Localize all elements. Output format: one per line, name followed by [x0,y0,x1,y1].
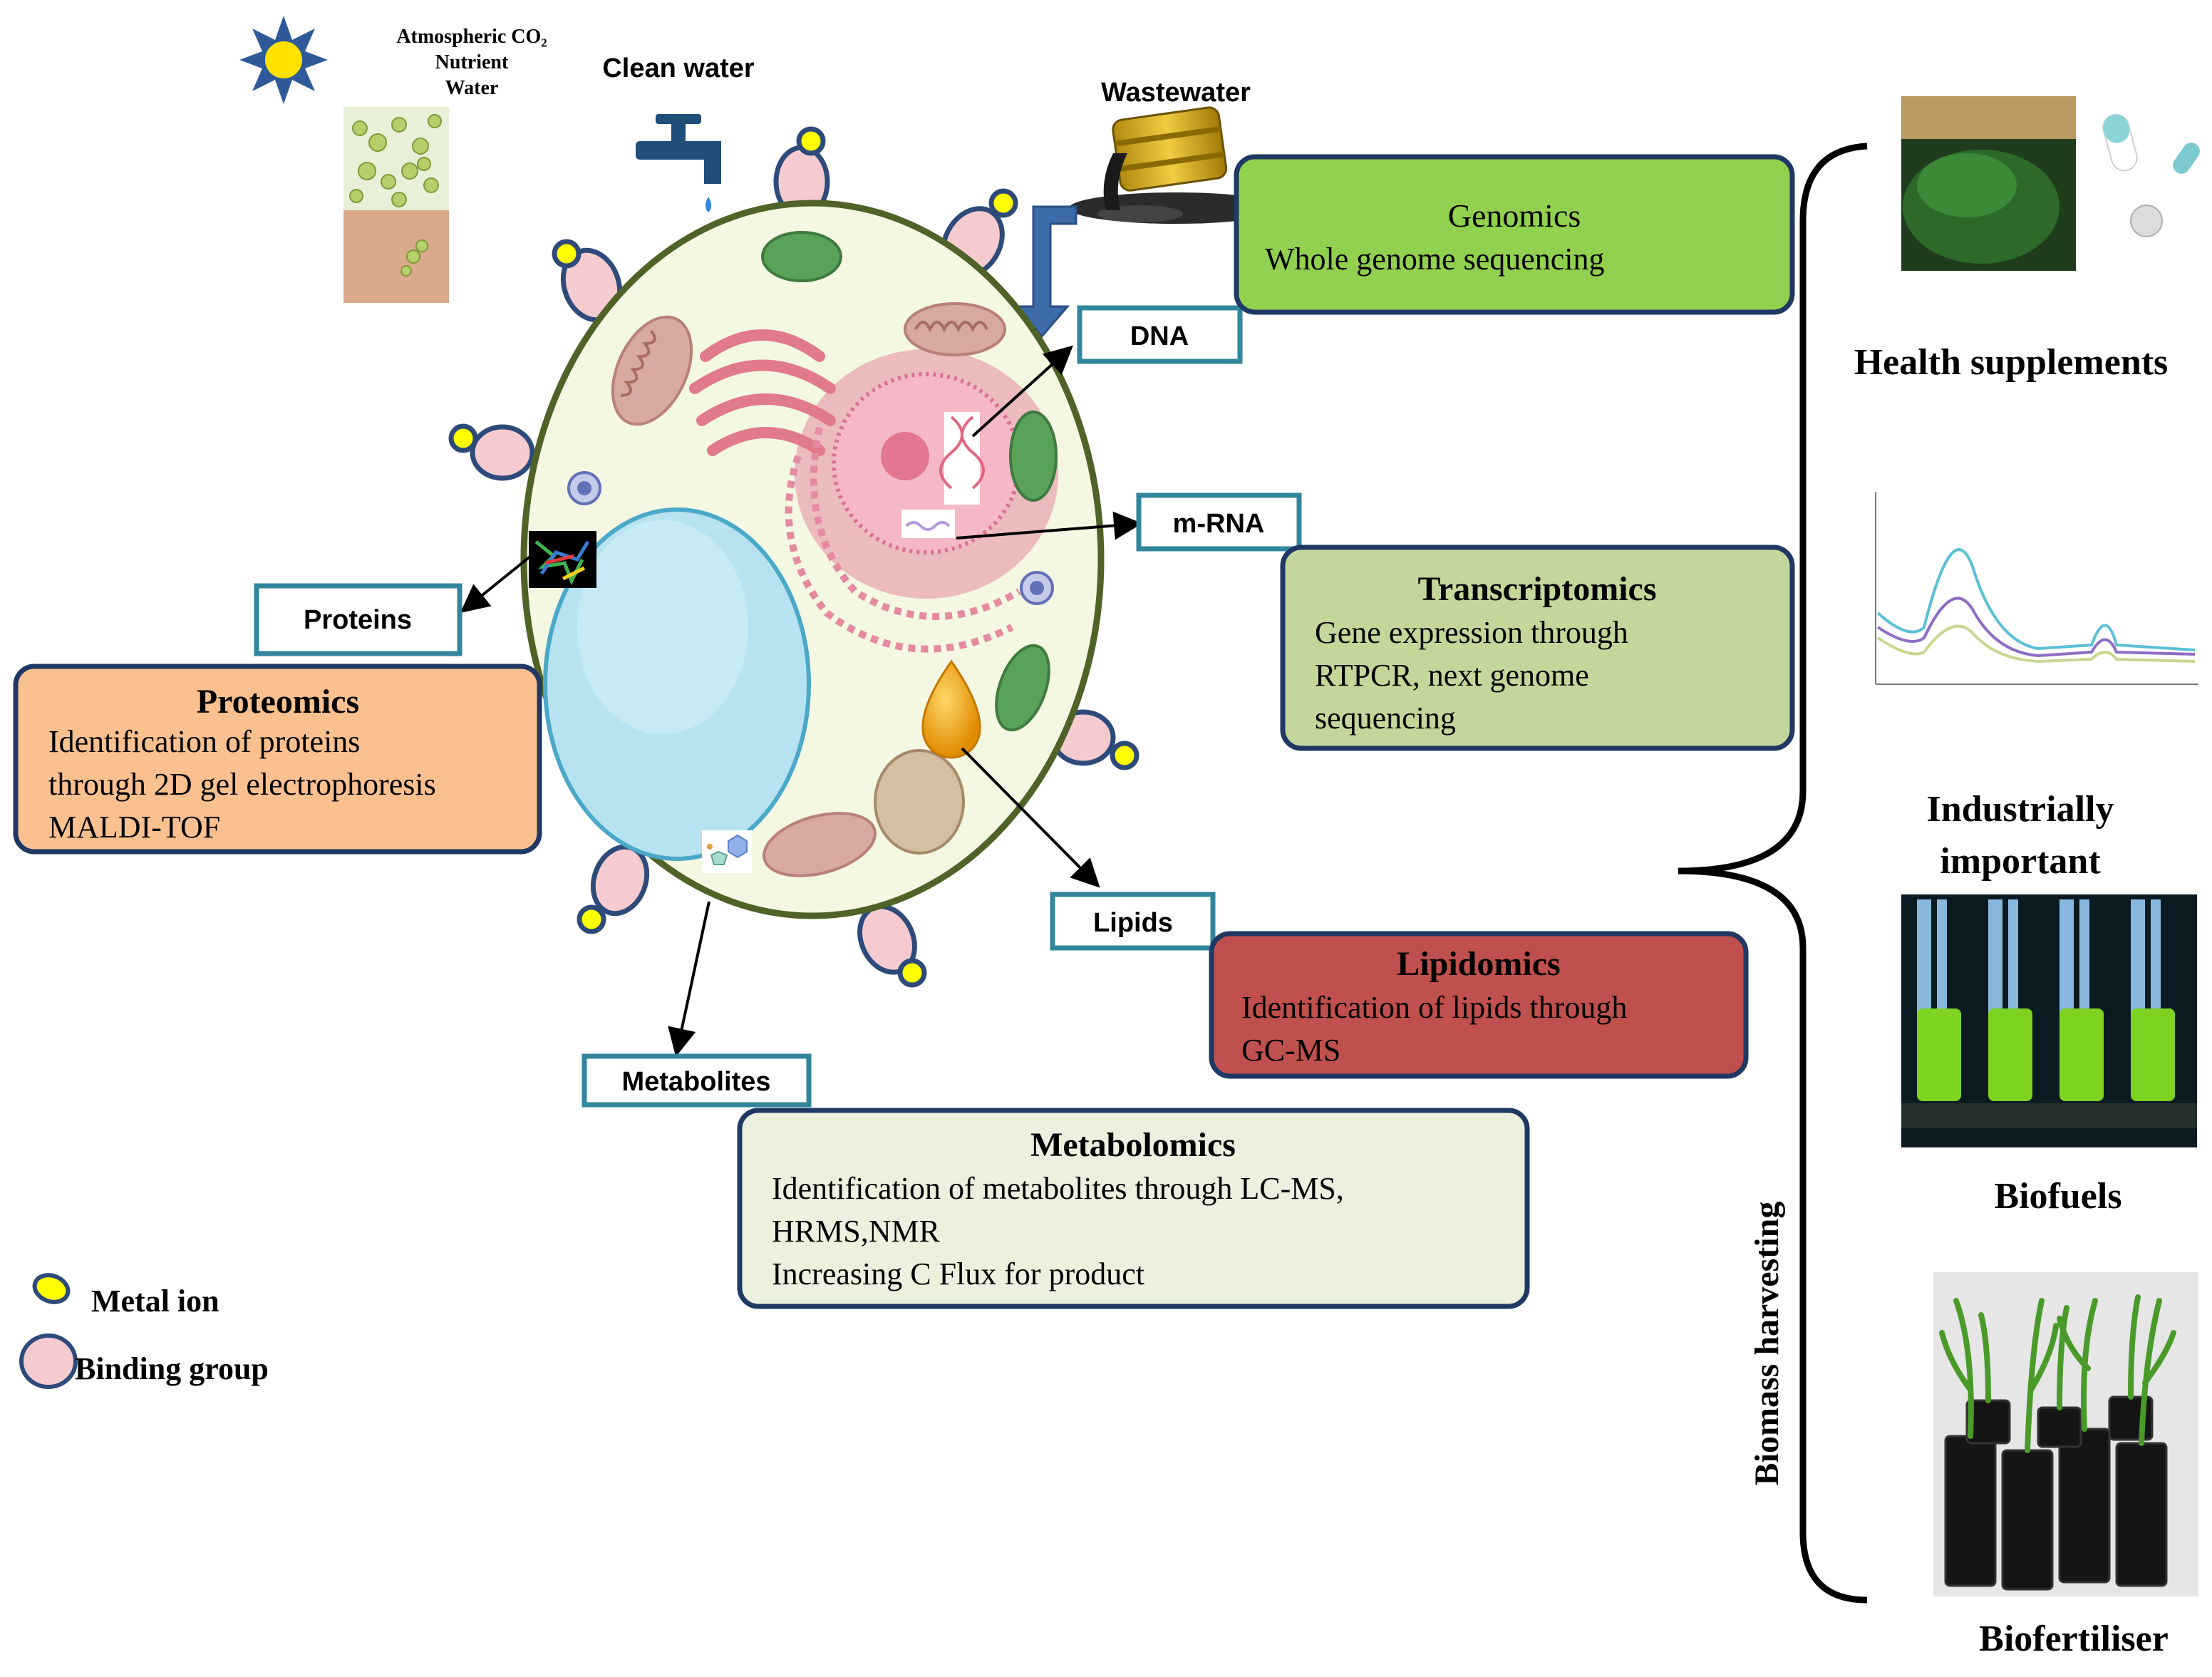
biofuels-label: Biofuels [1994,1176,2121,1217]
metabolite-icon [702,830,752,873]
chloroplast [1009,411,1058,502]
metabolomics-line-1: Identification of metabolites through LC… [772,1171,1344,1206]
transcriptomics-box: Transcriptomics Gene expression through … [1280,545,1795,751]
inputs-water-label: Water [445,77,499,99]
genomics-box: Genomics Whole genome sequencing [1234,154,1795,315]
mrna-box: m-RNA [1136,492,1302,552]
golgi-apparatus [689,329,836,456]
transcriptomics-line-2: RTPCR, next genome [1315,658,1589,693]
metabolites-box: Metabolites [582,1053,812,1108]
dna-label: DNA [1130,321,1189,351]
arrow-to-mrna [956,511,1142,540]
arrow-to-dna [971,345,1073,438]
industrially-important-label-line-2: important [1940,841,2101,882]
lipidomics-box: Lipidomics Identification of lipids thro… [1209,931,1749,1079]
lipids-box: Lipids [1050,892,1216,951]
arrow-to-proteins [460,554,532,614]
metabolomics-line-3: Increasing C Flux for product [772,1257,1144,1291]
wastewater-barrel-icon [1069,106,1283,224]
binding-group [448,423,535,481]
oil-drop-icon [921,659,981,759]
mrna-label: m-RNA [1173,509,1265,539]
metal-ion-legend-icon [32,1273,71,1304]
proteomics-line-3: MALDI-TOF [48,810,220,845]
binding-group [857,904,927,988]
health-supplements-photo [1901,96,2200,271]
lipidomics-title: Lipidomics [1397,945,1560,983]
biomass-harvesting-label: Biomass harvesting [1748,1202,1786,1486]
mitochondrion [904,302,1006,356]
proteins-label: Proteins [304,605,412,635]
inputs-nutrient-label: Nutrient [435,51,509,73]
arrow-to-lipids [961,747,1100,888]
metabolomics-line-2: HRMS,NMR [772,1214,941,1249]
lipids-label: Lipids [1093,908,1173,938]
biomass-harvesting-bracket: Biomass harvesting [1678,143,1868,1604]
biofertiliser-label: Biofertiliser [1979,1619,2169,1659]
mitochondrion [611,315,693,426]
proteomics-line-1: Identification of proteins [48,724,360,759]
inputs-co2-label: Atmospheric CO₂ [396,26,547,48]
chloroplast [995,644,1050,732]
transcriptomics-title: Transcriptomics [1417,570,1656,608]
mrna-icon [901,510,955,538]
spectra-thumbnail [1867,488,2198,691]
lipidomics-line-2: GC-MS [1241,1033,1340,1068]
legend: Metal ion Binding group [19,1273,269,1389]
proteomics-box: Proteomics Identification of proteins th… [13,664,542,855]
proteins-box: Proteins [254,583,462,656]
proteomics-line-2: through 2D gel electrophoresis [48,767,436,802]
clean-water-label: Clean water [602,53,755,83]
industrially-important-label-line-1: Industrially [1927,789,2114,830]
binding-group-legend-label: Binding group [75,1351,269,1386]
health-supplements-label: Health supplements [1854,342,2169,383]
dna-box: DNA [1077,305,1243,364]
endoplasmic-reticulum [785,426,1021,653]
lipid-body [874,749,965,855]
mitochondrion [763,812,877,877]
transcriptomics-line-1: Gene expression through [1315,615,1628,650]
genomics-line-1: Whole genome sequencing [1265,242,1605,277]
vesicle [567,471,601,505]
metabolites-label: Metabolites [621,1067,770,1097]
metabolomics-box: Metabolomics Identification of metabolit… [737,1108,1530,1309]
biofertiliser-photo [1933,1272,2198,1596]
arrow-to-metabolites [668,901,710,1057]
algal-cell [520,200,1105,919]
vesicle [1020,571,1054,605]
protein-structure-icon [529,531,596,588]
wastewater-label: Wastewater [1101,78,1251,108]
chloroplast [761,231,842,282]
lipidomics-line-1: Identification of lipids through [1241,990,1627,1025]
genomics-title: Genomics [1448,197,1581,234]
microalgae-photo [343,107,449,303]
dna-helix-icon [939,412,985,505]
sun-icon [239,16,328,104]
biofuels-photo [1901,894,2197,1147]
binding-group [577,844,650,934]
binding-group-legend-icon [19,1333,78,1389]
metal-ion-legend-label: Metal ion [91,1284,219,1319]
proteomics-title: Proteomics [197,683,359,721]
tap-icon [636,114,721,212]
pointer-arrows [460,345,1142,1057]
metabolomics-title: Metabolomics [1030,1126,1236,1164]
transcriptomics-line-3: sequencing [1315,701,1456,736]
wastewater-inflow-arrow [1013,205,1077,339]
